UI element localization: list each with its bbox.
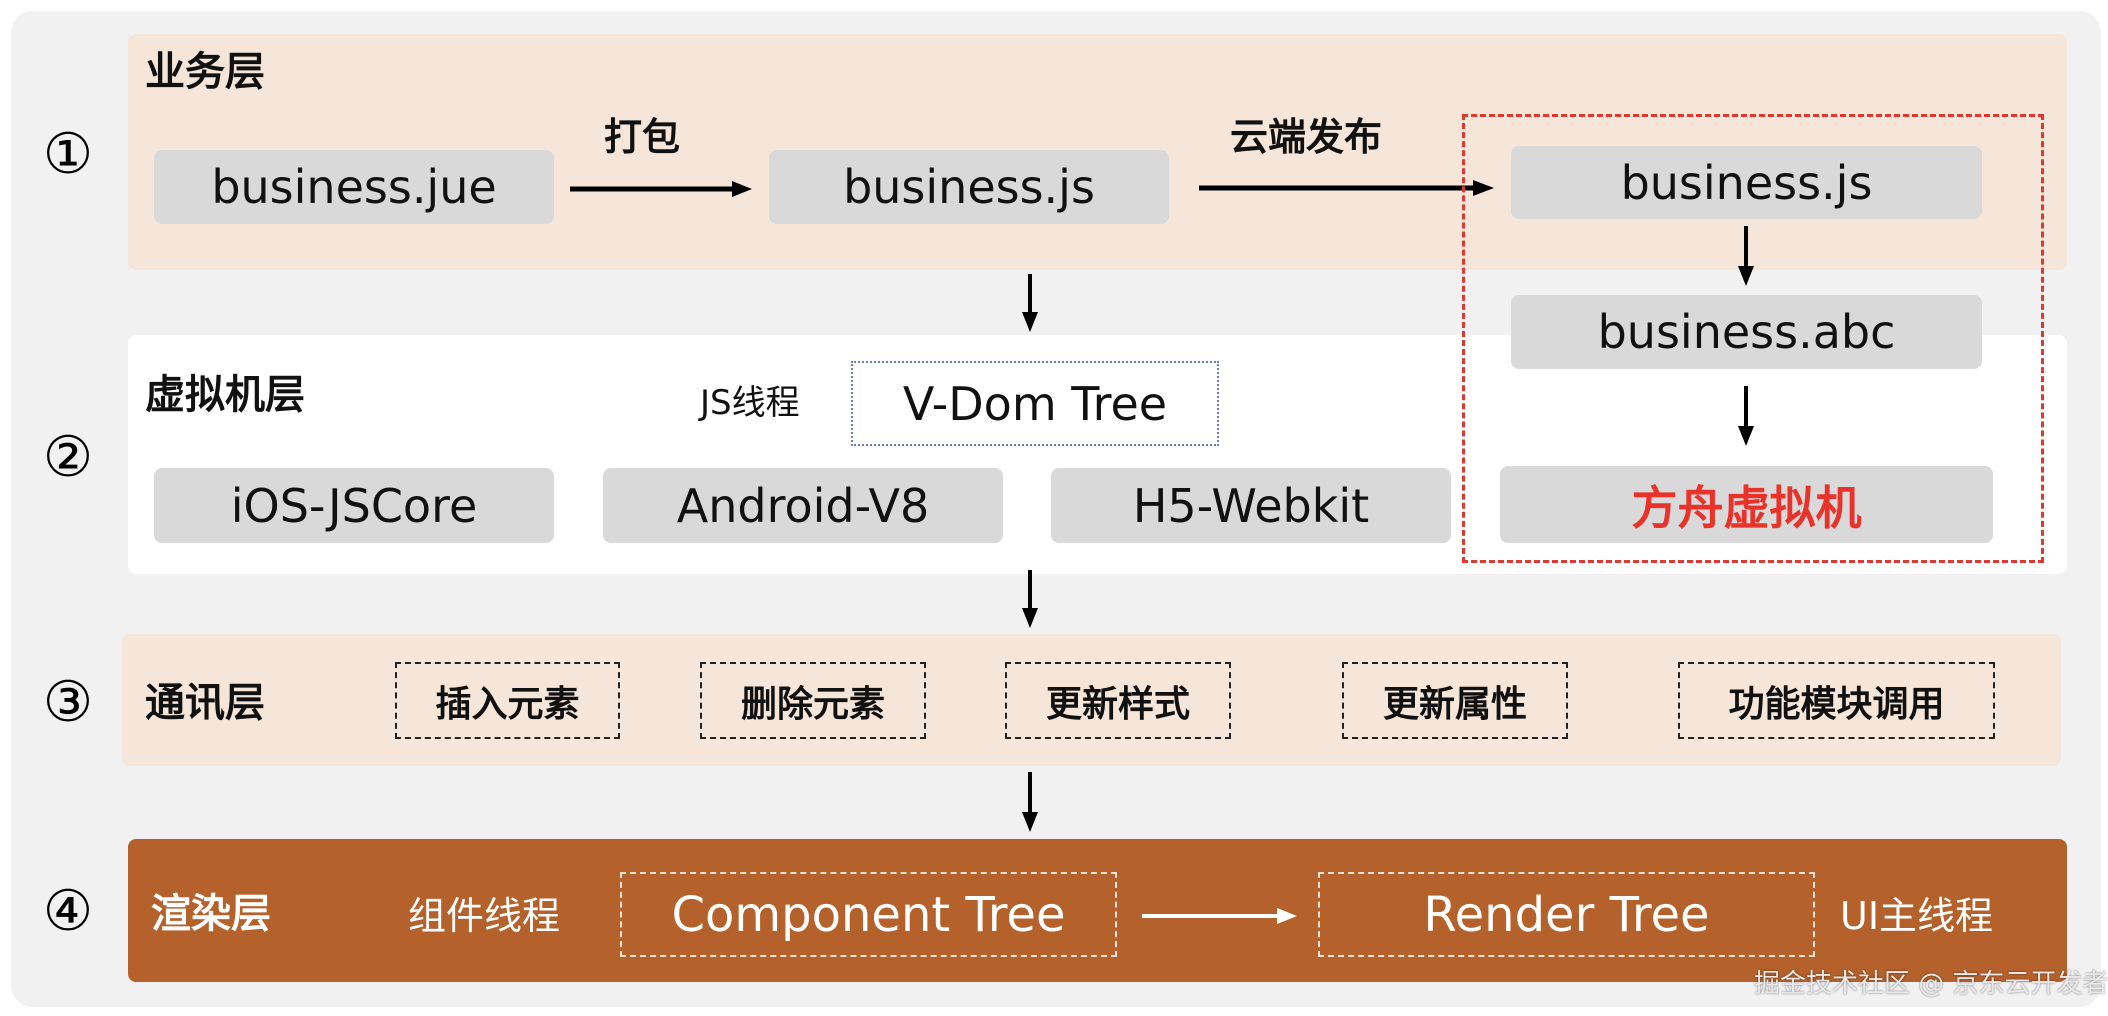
business-jue-box: business.jue [154,150,554,224]
layer-number-2: ② [42,425,94,490]
layer3-to-layer4-arrow [1022,772,1038,832]
js-thread-label: JS线程 [700,383,800,423]
communication-layer [122,634,2061,766]
engine-h5-webkit: H5-Webkit [1051,468,1451,543]
engine-ios-jscore: iOS-JSCore [154,468,554,543]
op-update-style: 更新样式 [1005,662,1231,739]
ui-thread-label: UI主线程 [1840,894,1994,938]
component-thread-label: 组件线程 [408,894,561,938]
pack-arrow [570,181,752,197]
engine-ark-vm: 方舟虚拟机 [1500,466,1993,543]
vdom-tree-box: V-Dom Tree [851,361,1219,446]
render-layer-title: 渲染层 [151,891,271,937]
render-layer [128,839,2067,982]
abc-to-ark-arrow [1738,386,1754,446]
cloud-publish-arrow [1199,180,1494,196]
layer1-to-layer2-arrow [1022,274,1038,332]
cloud-publish-label: 云端发布 [1230,115,1383,159]
op-update-attribute: 更新属性 [1342,662,1568,739]
pack-label: 打包 [604,115,681,159]
layer-number-1: ① [42,122,94,187]
business-abc-box: business.abc [1511,295,1982,369]
component-to-render-arrow [1142,908,1297,924]
op-module-call: 功能模块调用 [1678,662,1995,739]
layer-number-3: ③ [42,670,94,735]
layer-number-4: ④ [42,879,94,944]
js-to-abc-arrow [1738,226,1754,286]
vm-layer-title: 虚拟机层 [145,372,305,418]
business-js-box: business.js [769,150,1169,224]
watermark: 掘金技术社区 @ 京东云开发者 [1754,969,2108,999]
layer2-to-layer3-arrow [1022,570,1038,628]
business-layer-title: 业务层 [145,49,265,95]
op-insert-element: 插入元素 [395,662,620,739]
op-delete-element: 删除元素 [700,662,926,739]
component-tree-box: Component Tree [620,872,1117,957]
render-tree-box: Render Tree [1318,872,1815,957]
cloud-business-js-box: business.js [1511,146,1982,219]
engine-android-v8: Android-V8 [603,468,1003,543]
communication-layer-title: 通讯层 [145,680,265,726]
ark-vm-highlight-frame [1462,114,2044,563]
